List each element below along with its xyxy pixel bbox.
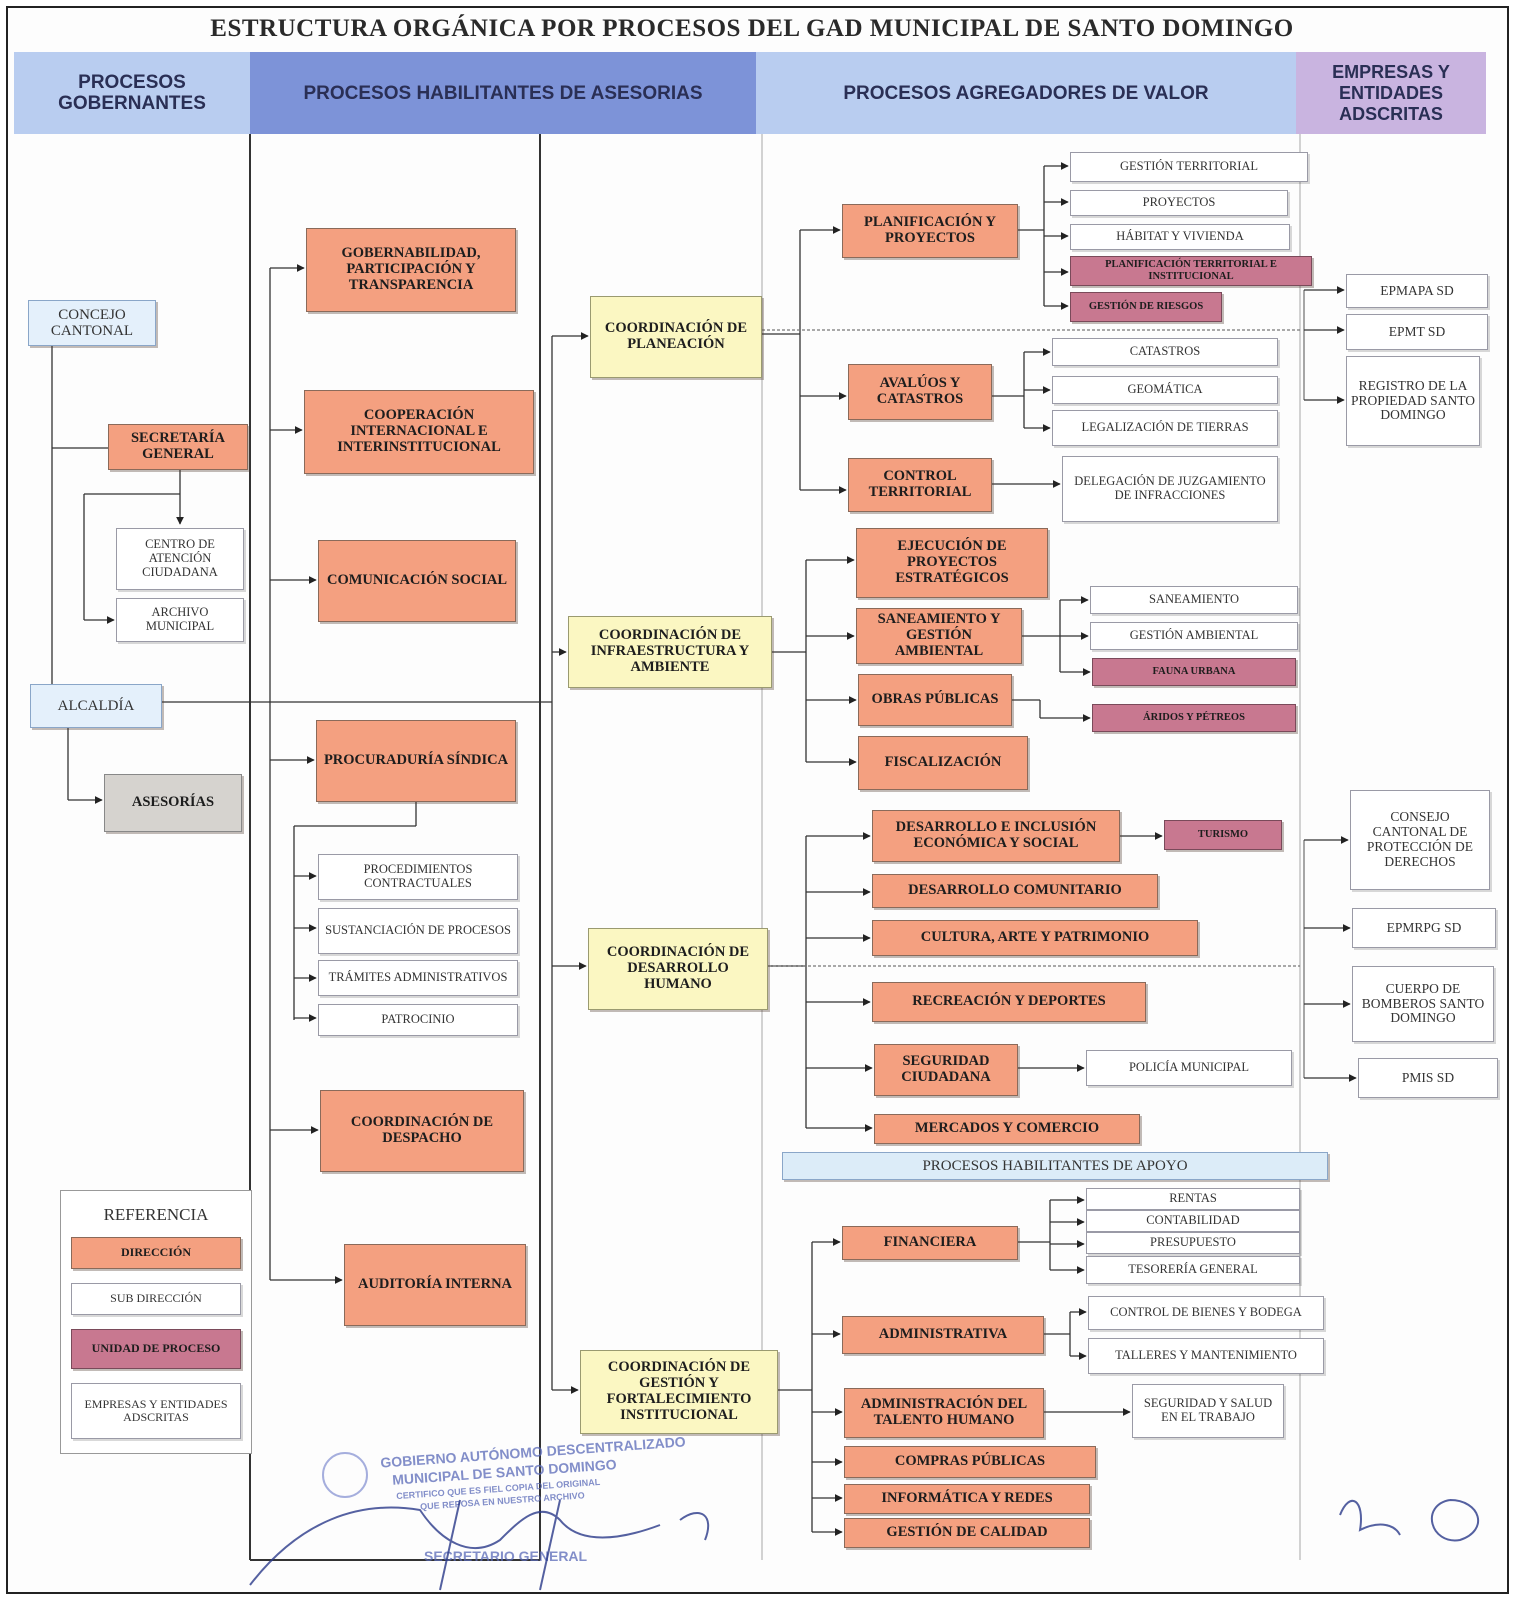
gestion-territorial-box: GESTIÓN TERRITORIAL [1070,152,1308,182]
centro-atencion-box: CENTRO DE ATENCIÓN CIUDADANA [116,528,244,590]
auditoria-interna-box: AUDITORÍA INTERNA [344,1244,526,1326]
pmis-box: PMIS SD [1358,1058,1498,1098]
saneamiento-gestion-box: SANEAMIENTO Y GESTIÓN AMBIENTAL [856,608,1022,664]
desarrollo-inclusion-box: DESARROLLO E INCLUSIÓN ECONÓMICA Y SOCIA… [872,810,1120,862]
planificacion-proyectos-box: PLANIFICACIÓN Y PROYECTOS [842,204,1018,258]
fiscalizacion-box: FISCALIZACIÓN [858,736,1028,790]
procuraduria-box: PROCURADURÍA SÍNDICA [316,720,516,802]
gestion-calidad-box: GESTIÓN DE CALIDAD [844,1518,1090,1548]
epmt-box: EPMT SD [1346,314,1488,350]
financiera-box: FINANCIERA [842,1226,1018,1260]
archivo-municipal-box: ARCHIVO MUNICIPAL [116,598,244,642]
gobernabilidad-box: GOBERNABILIDAD, PARTICIPACIÓN Y TRANSPAR… [306,228,516,312]
planificacion-territorial-box: PLANIFICACIÓN TERRITORIAL E INSTITUCIONA… [1070,256,1312,286]
coordinacion-despacho-box: COORDINACIÓN DE DESPACHO [320,1090,524,1172]
rentas-box: RENTAS [1086,1188,1300,1210]
sustanciacion-box: SUSTANCIACIÓN DE PROCESOS [318,908,518,954]
legend: REFERENCIA DIRECCIÓN SUB DIRECCIÓN UNIDA… [60,1190,252,1454]
procedimientos-box: PROCEDIMIENTOS CONTRACTUALES [318,854,518,900]
asesorias-box: ASESORÍAS [104,774,242,832]
header-agregadores: PROCESOS AGREGADORES DE VALOR [756,52,1296,134]
legend-unidad-proceso: UNIDAD DE PROCESO [71,1329,241,1369]
coordinacion-infraestructura-box: COORDINACIÓN DE INFRAESTRUCTURA Y AMBIEN… [568,616,772,688]
policia-municipal-box: POLICÍA MUNICIPAL [1086,1050,1292,1086]
habitat-vivienda-box: HÁBITAT Y VIVIENDA [1070,224,1290,250]
apoyo-header: PROCESOS HABILITANTES DE APOYO [782,1152,1328,1180]
header-asesorias: PROCESOS HABILITANTES DE ASESORIAS [250,52,756,134]
epmrpg-box: EPMRPG SD [1352,908,1496,948]
tramites-box: TRÁMITES ADMINISTRATIVOS [318,960,518,996]
geomatica-box: GEOMÁTICA [1052,376,1278,404]
avaluos-catastros-box: AVALÚOS Y CATASTROS [848,364,992,420]
alcaldia-box: ALCALDÍA [30,684,162,728]
seguridad-ciudadana-box: SEGURIDAD CIUDADANA [874,1044,1018,1096]
compras-publicas-box: COMPRAS PÚBLICAS [844,1446,1096,1478]
mercados-comercio-box: MERCADOS Y COMERCIO [874,1114,1140,1144]
concejo-cantonal-box: CONCEJO CANTONAL [28,300,156,346]
control-bienes-box: CONTROL DE BIENES Y BODEGA [1088,1296,1324,1330]
comunicacion-social-box: COMUNICACIÓN SOCIAL [318,540,516,622]
ejecucion-proyectos-box: EJECUCIÓN DE PROYECTOS ESTRATÉGICOS [856,528,1048,598]
cultura-arte-box: CULTURA, ARTE Y PATRIMONIO [872,920,1198,956]
aridos-petreos-box: ÁRIDOS Y PÉTREOS [1092,704,1296,732]
legend-direccion: DIRECCIÓN [71,1237,241,1269]
saneamiento-box: SANEAMIENTO [1090,586,1298,614]
coordinacion-gestion-box: COORDINACIÓN DE GESTIÓN Y FORTALECIMIENT… [580,1350,778,1434]
gestion-ambiental-box: GESTIÓN AMBIENTAL [1090,622,1298,650]
talento-humano-box: ADMINISTRACIÓN DEL TALENTO HUMANO [844,1388,1044,1438]
catastros-box: CATASTROS [1052,338,1278,366]
informatica-redes-box: INFORMÁTICA Y REDES [844,1484,1090,1514]
desarrollo-comunitario-box: DESARROLLO COMUNITARIO [872,874,1158,908]
header-gobernantes: PROCESOS GOBERNANTES [14,52,250,134]
bomberos-box: CUERPO DE BOMBEROS SANTO DOMINGO [1352,966,1494,1042]
gestion-riesgos-box: GESTIÓN DE RIESGOS [1070,292,1222,322]
legend-sub-direccion: SUB DIRECCIÓN [71,1283,241,1315]
chart-title: ESTRUCTURA ORGÁNICA POR PROCESOS DEL GAD… [210,15,1294,42]
consejo-proteccion-box: CONSEJO CANTONAL DE PROTECCIÓN DE DERECH… [1350,790,1490,890]
presupuesto-box: PRESUPUESTO [1086,1232,1300,1254]
secretaria-general-box: SECRETARÍA GENERAL [108,424,248,470]
contabilidad-box: CONTABILIDAD [1086,1210,1300,1232]
epmapa-box: EPMAPA SD [1346,274,1488,308]
turismo-box: TURISMO [1164,820,1282,850]
administrativa-box: ADMINISTRATIVA [842,1316,1044,1354]
delegacion-juzgamiento-box: DELEGACIÓN DE JUZGAMIENTO DE INFRACCIONE… [1062,456,1278,522]
cooperacion-box: COOPERACIÓN INTERNACIONAL E INTERINSTITU… [304,390,534,474]
header-empresas: EMPRESAS Y ENTIDADES ADSCRITAS [1296,52,1486,134]
tesoreria-box: TESORERÍA GENERAL [1086,1256,1300,1284]
coordinacion-planeacion-box: COORDINACIÓN DE PLANEACIÓN [590,296,762,378]
coordinacion-desarrollo-box: COORDINACIÓN DE DESARROLLO HUMANO [588,928,768,1010]
control-territorial-box: CONTROL TERRITORIAL [848,458,992,512]
recreacion-deportes-box: RECREACIÓN Y DEPORTES [872,982,1146,1022]
legend-empresas: EMPRESAS Y ENTIDADES ADSCRITAS [71,1383,241,1439]
legalizacion-tierras-box: LEGALIZACIÓN DE TIERRAS [1052,410,1278,446]
seal-icon [322,1452,368,1498]
registro-propiedad-box: REGISTRO DE LA PROPIEDAD SANTO DOMINGO [1346,356,1480,446]
fauna-urbana-box: FAUNA URBANA [1092,658,1296,686]
seguridad-salud-box: SEGURIDAD Y SALUD EN EL TRABAJO [1132,1384,1284,1438]
obras-publicas-box: OBRAS PÚBLICAS [858,674,1012,726]
patrocinio-box: PATROCINIO [318,1004,518,1036]
talleres-box: TALLERES Y MANTENIMIENTO [1088,1338,1324,1374]
proyectos-box: PROYECTOS [1070,190,1288,216]
legend-title: REFERENCIA [103,1205,209,1224]
